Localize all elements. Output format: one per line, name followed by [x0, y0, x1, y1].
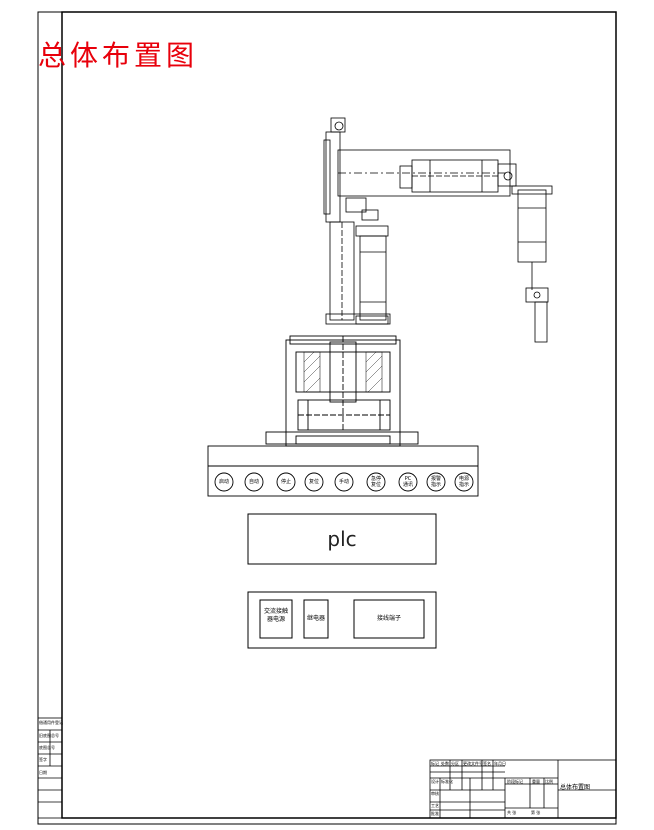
terminal-box-label: 接线端子	[376, 615, 401, 622]
title-block-cell: 设计	[431, 779, 439, 784]
plc-label: plc	[327, 527, 357, 551]
title-block-cell: 重量	[532, 779, 540, 784]
left-stamp-table	[37, 717, 63, 819]
control-button-8	[454, 472, 474, 492]
control-button-2	[276, 472, 296, 492]
control-button-label: 启动	[218, 479, 229, 485]
plc-box	[247, 513, 437, 565]
button-panel	[207, 445, 479, 497]
control-button-label: 电源 指示	[458, 476, 469, 488]
control-button-1	[244, 472, 264, 492]
title-block-cell: 阶段标记	[507, 779, 523, 784]
title-block	[429, 759, 617, 819]
control-button-6	[398, 472, 418, 492]
title-block-cell: 更改文件号	[463, 761, 483, 766]
control-button-5	[366, 472, 386, 492]
vertical-column	[325, 221, 391, 325]
left-stamp-cell: 借通用件登记	[39, 720, 63, 725]
title-block-cell: 批准	[431, 811, 439, 816]
control-button-0	[214, 472, 234, 492]
control-button-label: 急停 复位	[370, 476, 381, 488]
control-button-label: 报警 指示	[430, 476, 441, 488]
left-stamp-cell: 旧底图总号	[39, 733, 59, 738]
control-button-label: PC 通讯	[402, 476, 413, 488]
title-block-cell: 分区	[451, 761, 459, 766]
title-block-cell: 签名	[483, 761, 491, 766]
title-block-cell: 标记	[431, 761, 439, 766]
title-block-cell: 处数	[441, 761, 449, 766]
button-circles	[214, 472, 474, 492]
title-block-cell: 共 张	[507, 810, 517, 815]
left-stamp-cell: 签字	[39, 757, 47, 762]
control-button-4	[334, 472, 354, 492]
control-button-label: 自动	[248, 479, 259, 485]
control-button-7	[426, 472, 446, 492]
control-button-3	[304, 472, 324, 492]
title-block-drawing-name: 总体布置图	[560, 784, 591, 791]
title-block-cell: 第 张	[531, 810, 541, 815]
title-block-cell: 年月日	[494, 761, 506, 766]
control-button-label: 复位	[308, 479, 319, 485]
inner-border	[61, 11, 617, 819]
control-button-label: 停止	[280, 479, 291, 485]
outer-border	[37, 11, 617, 825]
relay-box-label: 继电器	[306, 615, 325, 622]
title-block-cell: 比例	[545, 779, 553, 784]
left-stamp-cell: 底图总号	[39, 745, 55, 750]
left-stamp-cell: 日期	[39, 770, 47, 775]
base-housing	[265, 335, 419, 447]
electrical-cabinet	[247, 591, 437, 649]
control-button-label: 手动	[338, 479, 349, 485]
title-block-cell: 标准化	[441, 779, 453, 784]
contactor-box-label: 交流接触 器电源	[263, 608, 288, 623]
robot-arm	[323, 117, 553, 343]
title-block-cell: 工艺	[431, 803, 439, 808]
title-block-cell: 审核	[431, 791, 439, 796]
drawing-title: 总体布置图	[38, 39, 199, 72]
